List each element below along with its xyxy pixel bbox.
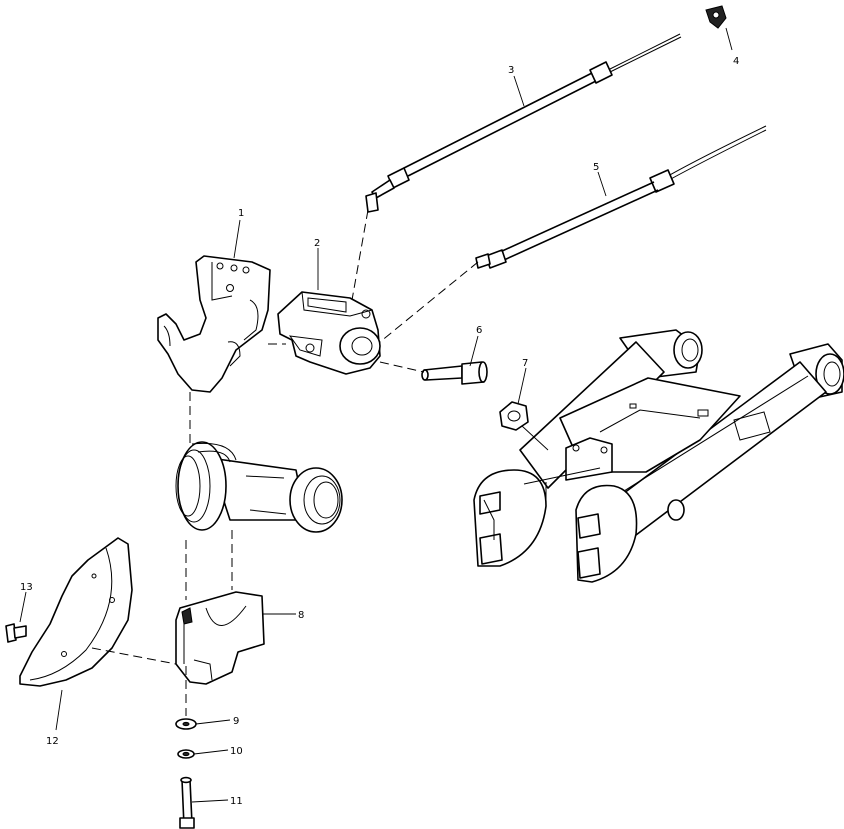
part-12-disc-shield: [19, 537, 133, 687]
callout-9: 9: [233, 716, 239, 727]
part-10-washer: [177, 749, 195, 759]
callout-2: 2: [314, 238, 320, 249]
part-11-bolt: [179, 776, 195, 829]
callout-4: 4: [733, 56, 739, 67]
part-2-brake-caliper: [277, 291, 381, 375]
callout-10: 10: [230, 746, 243, 757]
assembly-lines: [91, 209, 479, 716]
part-3-brake-cable: [365, 33, 682, 213]
callout-12: 12: [46, 736, 59, 747]
part-7-nut: [499, 401, 529, 431]
part-13-bolt: [5, 623, 27, 643]
callout-6: 6: [476, 325, 482, 336]
part-1-caliper-bracket: [157, 255, 271, 393]
swing-arm: [473, 329, 844, 583]
part-9-washer: [175, 718, 197, 730]
bearing-carrier: [175, 441, 343, 533]
callout-5: 5: [593, 162, 599, 173]
part-5-brake-cable: [475, 125, 767, 269]
callout-3: 3: [508, 65, 514, 76]
part-8-axle-bracket: [175, 591, 265, 685]
callouts: 1 2 3 4 5 6 7 8 9 10 11 12 13: [20, 56, 739, 807]
callout-8: 8: [298, 610, 304, 621]
part-6-pin: [421, 361, 488, 385]
callout-13: 13: [20, 582, 33, 593]
leader-lines: [19, 27, 733, 803]
callout-7: 7: [522, 358, 528, 369]
part-4-clip: [705, 5, 727, 29]
callout-1: 1: [238, 208, 244, 219]
callout-11: 11: [230, 796, 243, 807]
